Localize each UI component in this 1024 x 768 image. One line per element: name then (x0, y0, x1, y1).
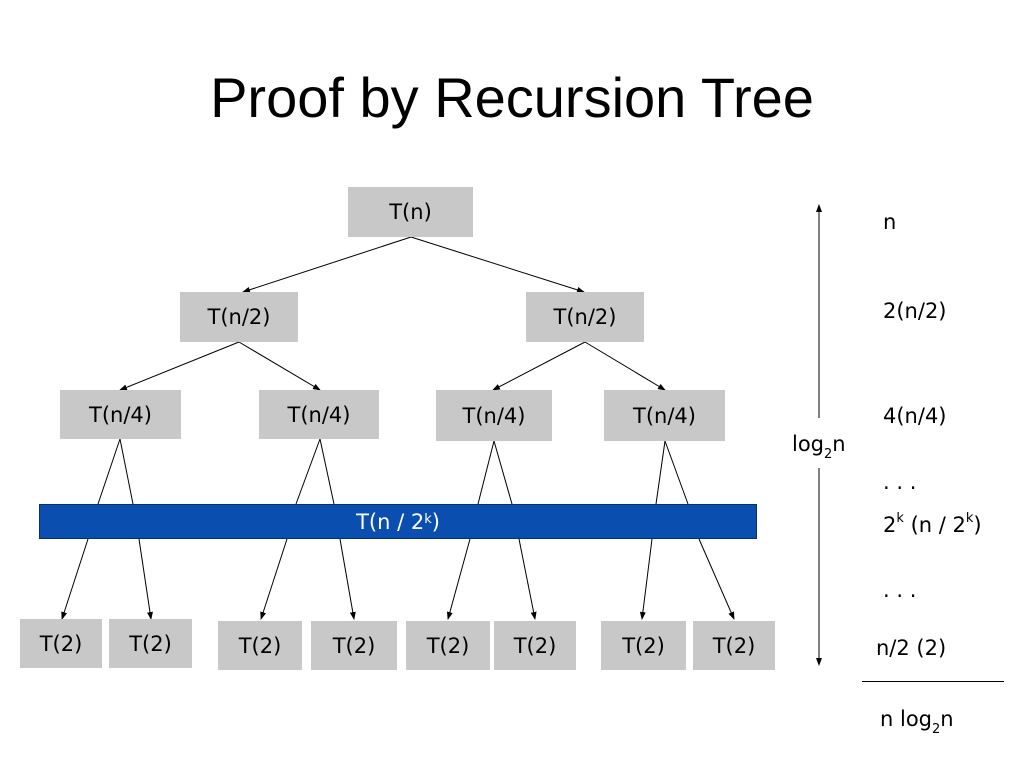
general-level-exponent: k (424, 512, 432, 527)
tree-node-level2: T(n/4) (604, 390, 725, 441)
cost-level-k: 2k (n / 2k) (883, 511, 982, 537)
tree-leaf: T(2) (109, 619, 192, 668)
edge (242, 236, 412, 293)
tree-leaf: T(2) (311, 621, 397, 670)
edge (518, 538, 537, 620)
edge (295, 438, 321, 505)
general-level-text: T(n / 2 (356, 509, 425, 534)
general-level-close: ) (431, 509, 440, 534)
edge (260, 538, 288, 620)
edge (664, 440, 689, 505)
edge (410, 236, 585, 293)
tree-node-level1: T(n/2) (180, 292, 298, 342)
tree-node-level1: T(n/2) (526, 292, 644, 342)
edge (446, 538, 471, 620)
edge (319, 438, 335, 505)
tree-node-level2: T(n/4) (259, 390, 379, 439)
tree-height-label: log2n (792, 432, 846, 463)
cost-k-exp: k (896, 511, 904, 526)
slide-title: Proof by Recursion Tree (210, 66, 814, 129)
edge (339, 538, 356, 620)
tree-node-level2: T(n/4) (436, 390, 552, 441)
cost-total-post: n (940, 707, 954, 731)
tree-node-root: T(n) (348, 187, 473, 237)
cost-ellipsis: . . . (883, 578, 917, 602)
cost-k-base: 2 (883, 513, 897, 537)
edge (238, 341, 321, 391)
cost-leaf-level: n/2 (2) (876, 636, 947, 660)
edge (492, 341, 586, 391)
height-log-base: 2 (824, 447, 833, 463)
edge (493, 440, 513, 505)
edge (477, 440, 495, 505)
tree-leaf: T(2) (494, 621, 576, 670)
tree-leaf: T(2) (693, 621, 775, 670)
edge (698, 538, 735, 620)
sum-divider (862, 681, 1004, 682)
cost-k-factor: (n / 2 (903, 513, 966, 537)
cost-level-1: 2(n/2) (883, 299, 947, 323)
tree-leaf: T(2) (218, 621, 302, 670)
edge (655, 440, 666, 505)
tree-node-level2: T(n/4) (60, 390, 181, 439)
tree-leaf: T(2) (601, 621, 686, 670)
cost-ellipsis: . . . (883, 470, 917, 494)
cost-k-exp2: k (965, 511, 974, 526)
edge (61, 538, 89, 620)
edge (138, 538, 153, 620)
edge (119, 341, 240, 391)
height-arg: n (832, 432, 846, 456)
cost-total: n log2n (880, 707, 954, 738)
cost-total-sub: 2 (932, 722, 941, 738)
edge (97, 438, 121, 505)
cost-level-2: 4(n/4) (883, 404, 947, 428)
edge (119, 438, 134, 505)
tree-leaf: T(2) (20, 619, 102, 668)
cost-k-close: ) (973, 513, 982, 537)
cost-total-pre: n log (880, 707, 932, 731)
cost-level-0: n (883, 210, 897, 234)
height-log: log (792, 432, 825, 456)
tree-leaf: T(2) (406, 621, 490, 670)
edge (639, 538, 653, 620)
edge (584, 341, 666, 391)
